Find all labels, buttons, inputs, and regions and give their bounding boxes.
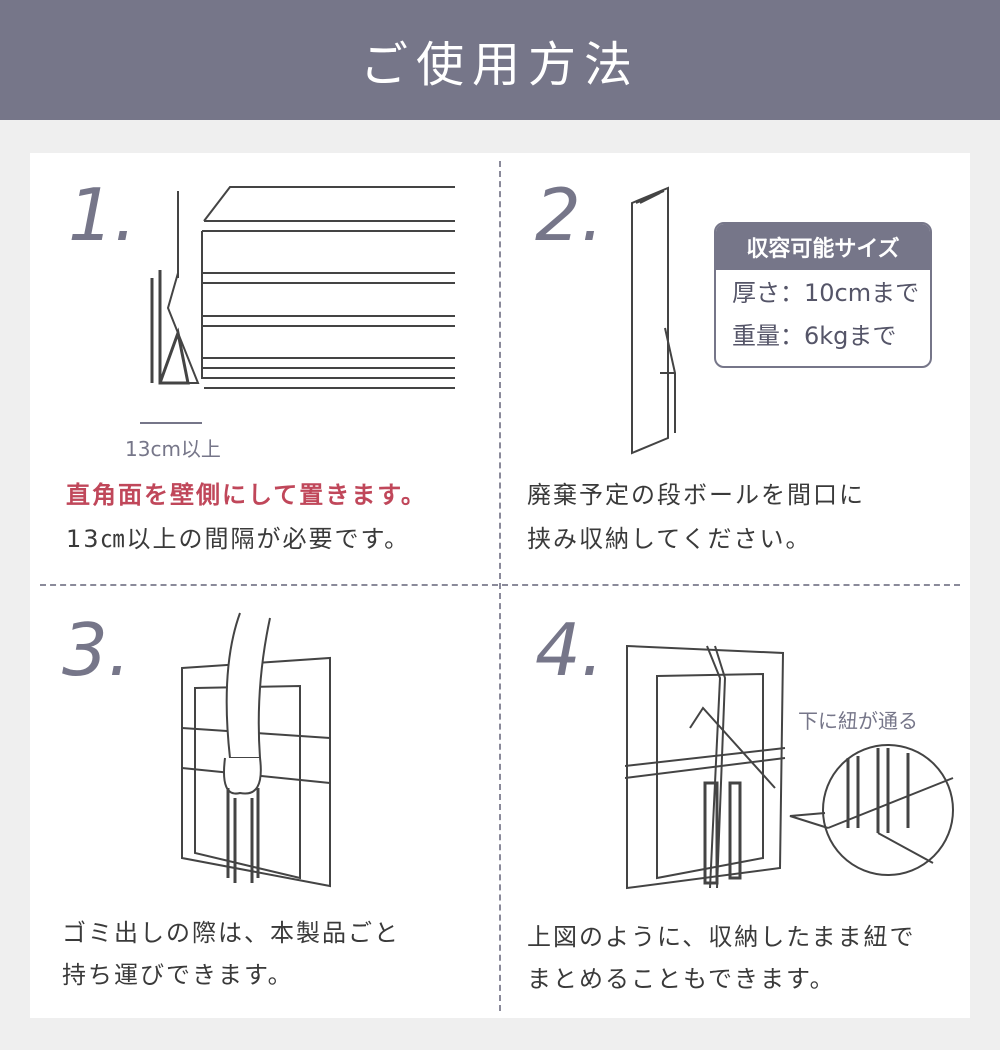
step-4-illustration [625, 644, 786, 890]
step-2-line2: 挟み収納してください。 [527, 525, 812, 553]
capacity-title: 収容可能サイズ [716, 224, 930, 270]
step-2-illustration [631, 186, 676, 455]
step-3-line2: 持ち運びできます。 [62, 961, 294, 989]
step-4-line1: 上図のように、収納したまま紐で [527, 923, 916, 951]
horizontal-divider [40, 584, 960, 586]
step-1-highlight: 直角面を壁側にして置きます。 [66, 481, 427, 509]
step-4-number: 4. [535, 608, 604, 692]
capacity-box: 収容可能サイズ 厚さ：10cmまで 重量：6kgまで [714, 222, 932, 368]
step-2-line1: 廃棄予定の段ボールを間口に [527, 481, 865, 509]
vertical-divider [499, 161, 501, 1011]
page-title: ご使用方法 [359, 37, 640, 93]
capacity-weight: 重量：6kgまで [732, 322, 897, 350]
callout-label: 下に紐が通る [798, 709, 918, 733]
header-banner: ご使用方法 [0, 0, 1000, 120]
step-2-number: 2. [535, 173, 604, 257]
step-3-number: 3. [62, 608, 131, 692]
step-3-illustration [181, 612, 331, 888]
step-1-number: 1. [68, 173, 137, 257]
step-1-text: 13㎝以上の間隔が必要です。 [66, 525, 411, 553]
detail-callout [789, 744, 954, 876]
step-4-line2: まとめることもできます。 [527, 965, 836, 993]
step-1-illustration [140, 186, 455, 424]
instructions-card: 1. 13cm以上 直角面を壁側にして置きます。 13㎝以上の間隔が必要です。 … [30, 153, 970, 1018]
capacity-thickness: 厚さ：10cmまで [732, 279, 920, 307]
step-3-line1: ゴミ出しの際は、本製品ごと [62, 919, 400, 947]
dimension-label: 13cm以上 [125, 437, 221, 461]
